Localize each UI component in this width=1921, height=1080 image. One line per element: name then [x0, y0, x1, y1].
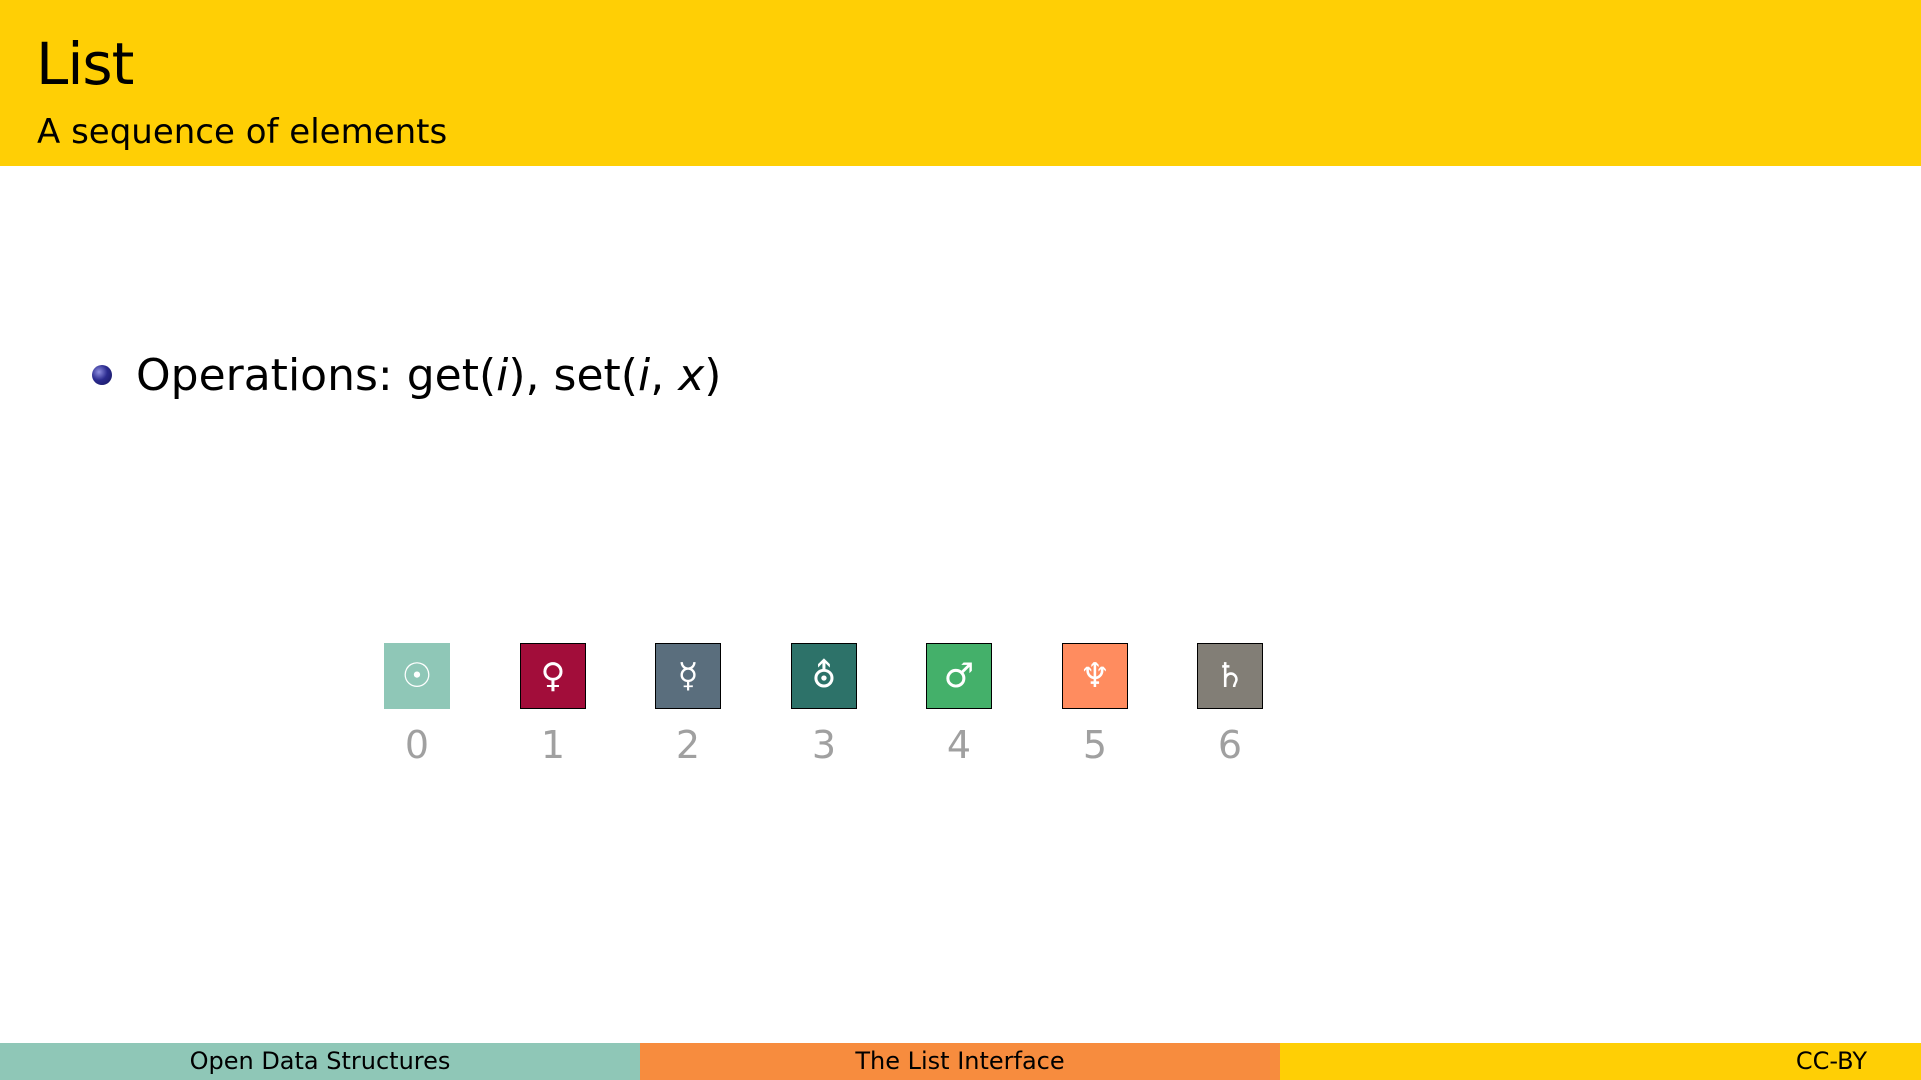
slide-footer: Open Data Structures The List Interface …	[0, 1043, 1921, 1080]
venus-icon: ♀	[540, 656, 566, 696]
list-index-label: 2	[675, 723, 701, 767]
slide-subtitle: A sequence of elements	[37, 112, 448, 152]
set-arg-i: i	[637, 349, 651, 401]
list-cell: ⛢	[791, 643, 857, 709]
bullet-item: Operations: get(i), set(i, x)	[92, 345, 721, 405]
mercury-icon: ☿	[677, 656, 699, 696]
set-function: set(	[553, 349, 638, 401]
list-cell: ☉	[384, 643, 450, 709]
slide-title: List	[36, 30, 134, 98]
mars-icon: ♂	[943, 656, 975, 696]
uranus-icon: ⛢	[811, 656, 837, 696]
saturn-icon: ♄	[1214, 656, 1246, 696]
list-index-label: 1	[540, 723, 566, 767]
set-arg-x: x	[678, 349, 705, 401]
list-cell: ♂	[926, 643, 992, 709]
footer-section: The List Interface	[640, 1043, 1280, 1080]
set-close: )	[704, 349, 722, 401]
list-index-label: 4	[946, 723, 972, 767]
list-index-label: 6	[1217, 723, 1243, 767]
list-cell: ☿	[655, 643, 721, 709]
get-arg: i	[496, 349, 509, 401]
list-index-label: 5	[1082, 723, 1108, 767]
slide-header: List A sequence of elements	[0, 0, 1921, 166]
footer-license: CC-BY	[1280, 1043, 1921, 1080]
list-index-label: 0	[404, 723, 430, 767]
list-cell: ♆	[1062, 643, 1128, 709]
set-sep: ,	[650, 349, 665, 401]
operations-label: Operations:	[136, 349, 393, 401]
bullet-text: Operations: get(i), set(i, x)	[136, 350, 721, 401]
sun-icon: ☉	[401, 656, 433, 696]
bullet-icon	[92, 365, 112, 385]
get-close: ),	[508, 349, 540, 401]
list-cell: ♀	[520, 643, 586, 709]
get-function: get(	[406, 349, 497, 401]
list-cell: ♄	[1197, 643, 1263, 709]
list-index-label: 3	[811, 723, 837, 767]
footer-course: Open Data Structures	[0, 1043, 640, 1080]
neptune-icon: ♆	[1079, 656, 1111, 696]
